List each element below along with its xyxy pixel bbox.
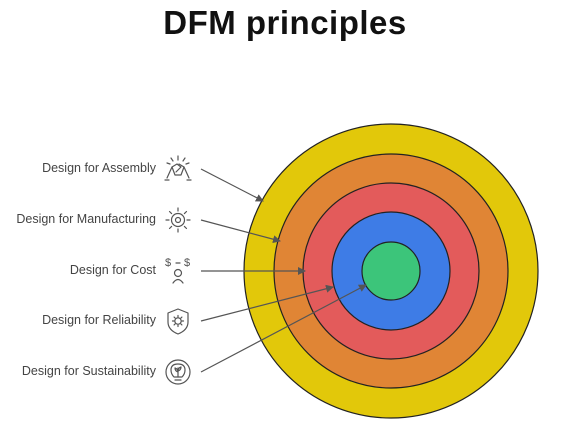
label-design-for-sustainability: Design for Sustainability	[21, 364, 156, 378]
label-design-for-reliability: Design for Reliability	[42, 313, 156, 327]
cost-icon	[172, 262, 184, 284]
label-design-for-cost: Design for Cost	[69, 263, 156, 277]
cost-dollar-right-icon: $	[184, 257, 190, 269]
cost-dollar-left-icon: $	[165, 257, 171, 269]
label-design-for-assembly: Design for Assembly	[42, 161, 156, 175]
arrow-manufacturing	[200, 219, 281, 244]
ring-sustainability	[361, 241, 421, 301]
gear-icon	[165, 207, 191, 233]
lightbulb-leaf-icon	[165, 359, 191, 385]
label-design-for-manufacturing: Design for Manufacturing	[16, 212, 156, 226]
handshake-icon	[164, 155, 192, 181]
page-title: DFM principles	[163, 4, 407, 41]
arrow-reliability	[200, 284, 334, 322]
arrow-assembly	[200, 168, 264, 202]
shield-gear-icon	[167, 308, 189, 335]
arrow-sustainability	[200, 284, 367, 373]
